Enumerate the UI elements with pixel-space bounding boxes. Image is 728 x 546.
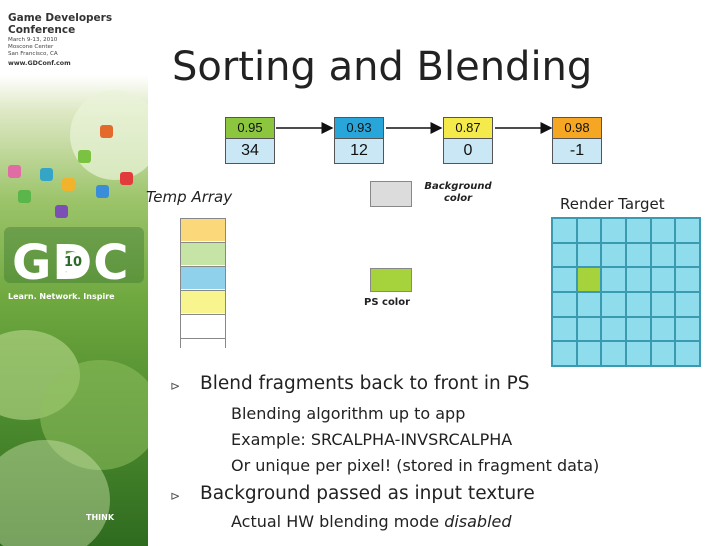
background-color-swatch xyxy=(370,181,412,207)
sub-bullet-text: Example: SRCALPHA-INVSRCALPHA xyxy=(231,430,512,449)
sub-bullet-item: Actual HW blending mode disabled xyxy=(231,512,512,531)
fragment-alpha: 0.93 xyxy=(334,117,384,138)
render-target-pixel xyxy=(675,341,700,366)
sub-bullet-text: Or unique per pixel! (stored in fragment… xyxy=(231,456,599,475)
render-target-pixel xyxy=(601,317,626,342)
render-target-grid xyxy=(551,217,701,367)
render-target-pixel xyxy=(651,292,676,317)
fragment-depth: 0 xyxy=(443,138,493,164)
render-target-pixel xyxy=(601,243,626,268)
render-target-pixel xyxy=(626,267,651,292)
render-target-pixel xyxy=(626,317,651,342)
fragment-depth: -1 xyxy=(552,138,602,164)
render-target-pixel xyxy=(601,292,626,317)
render-target-pixel xyxy=(552,267,577,292)
fragment-alpha: 0.87 xyxy=(443,117,493,138)
think-logo: THINK xyxy=(86,513,114,522)
render-target-pixel xyxy=(552,341,577,366)
fragment-depth: 12 xyxy=(334,138,384,164)
fragment-depth: 34 xyxy=(225,138,275,164)
fragment-node: 0.87 0 xyxy=(443,117,493,164)
gdc-tagline: Learn. Network. Inspire xyxy=(8,292,115,301)
temp-array xyxy=(180,218,226,348)
bullet-text: Blend fragments back to front in PS xyxy=(200,373,530,394)
ps-color-label: PS color xyxy=(364,297,410,308)
temp-array-slot xyxy=(181,290,225,313)
render-target-pixel xyxy=(651,218,676,243)
render-target-pixel xyxy=(626,292,651,317)
temp-array-slot xyxy=(181,266,225,289)
render-target-pixel xyxy=(651,267,676,292)
render-target-label: Render Target xyxy=(560,195,665,213)
render-target-pixel xyxy=(675,267,700,292)
bullet-marker: ⊳ xyxy=(170,379,180,393)
render-target-pixel xyxy=(651,243,676,268)
render-target-pixel xyxy=(651,341,676,366)
sub-bullet-emphasis: disabled xyxy=(444,512,511,531)
render-target-pixel xyxy=(552,218,577,243)
render-target-pixel xyxy=(601,267,626,292)
temp-array-slot xyxy=(181,218,225,241)
fragment-node: 0.95 34 xyxy=(225,117,275,164)
fragment-links xyxy=(0,0,728,200)
render-target-pixel xyxy=(577,218,602,243)
render-target-pixel xyxy=(552,243,577,268)
bullet-marker: ⊳ xyxy=(170,489,180,503)
render-target-pixel xyxy=(577,267,602,292)
render-target-pixel xyxy=(552,292,577,317)
render-target-pixel xyxy=(577,243,602,268)
temp-array-label: Temp Array xyxy=(146,188,232,206)
render-target-pixel xyxy=(626,243,651,268)
render-target-pixel xyxy=(675,218,700,243)
temp-array-slot xyxy=(181,242,225,265)
render-target-pixel xyxy=(601,218,626,243)
fragment-alpha: 0.98 xyxy=(552,117,602,138)
ps-color-swatch xyxy=(370,268,412,292)
render-target-pixel xyxy=(577,292,602,317)
render-target-pixel xyxy=(552,317,577,342)
temp-array-slot xyxy=(181,314,225,337)
render-target-pixel xyxy=(577,317,602,342)
render-target-pixel xyxy=(675,243,700,268)
render-target-pixel xyxy=(626,218,651,243)
render-target-pixel xyxy=(651,317,676,342)
render-target-pixel xyxy=(675,317,700,342)
app-icon xyxy=(55,205,68,218)
sub-bullet-text: Blending algorithm up to app xyxy=(231,404,465,423)
temp-array-slot xyxy=(181,338,225,349)
fragment-node: 0.98 -1 xyxy=(552,117,602,164)
render-target-pixel xyxy=(675,292,700,317)
render-target-pixel xyxy=(601,341,626,366)
gdc-logo-badge: 10 xyxy=(62,252,84,274)
sub-bullet-text: Actual HW blending mode xyxy=(231,512,444,531)
render-target-pixel xyxy=(626,341,651,366)
fragment-node: 0.93 12 xyxy=(334,117,384,164)
fragment-alpha: 0.95 xyxy=(225,117,275,138)
bullet-text: Background passed as input texture xyxy=(200,483,535,504)
background-color-label: Background color xyxy=(415,181,501,205)
render-target-pixel xyxy=(577,341,602,366)
